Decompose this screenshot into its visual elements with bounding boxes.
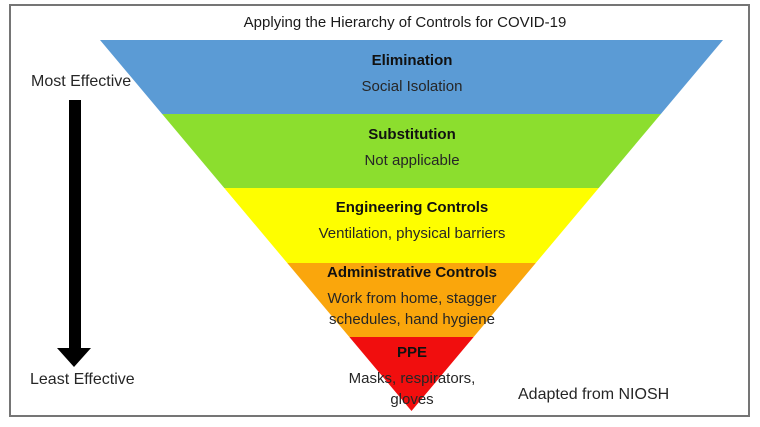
band-elimination bbox=[100, 40, 723, 115]
level-name: Engineering Controls bbox=[335, 199, 489, 216]
level-administrative-controls-text: Administrative Controls Work from home, … bbox=[317, 262, 507, 330]
level-name: PPE bbox=[396, 344, 427, 361]
most-effective-label: Most Effective bbox=[31, 73, 132, 90]
level-example: Masks, respirators, gloves bbox=[348, 370, 476, 408]
level-example: Ventilation, physical barriers bbox=[318, 225, 506, 242]
level-name: Administrative Controls bbox=[326, 264, 498, 281]
level-substitution-text: Substitution Not applicable bbox=[364, 124, 459, 171]
attribution-text: Adapted from NIOSH bbox=[518, 386, 670, 403]
effectiveness-arrow-shaft bbox=[69, 100, 81, 348]
level-example: Social Isolation bbox=[361, 78, 463, 95]
level-name: Elimination bbox=[371, 52, 453, 69]
least-effective-label: Least Effective bbox=[30, 371, 135, 388]
level-example: Work from home, stagger schedules, hand … bbox=[327, 290, 497, 328]
level-example: Not applicable bbox=[364, 152, 460, 169]
effectiveness-arrow-head-icon bbox=[57, 348, 91, 367]
level-engineering-controls-text: Engineering Controls Ventilation, physic… bbox=[319, 197, 506, 244]
level-name: Substitution bbox=[368, 126, 456, 143]
level-elimination-text: Elimination Social Isolation bbox=[362, 50, 463, 97]
level-ppe-text: PPE Masks, respirators, gloves bbox=[336, 342, 488, 410]
diagram-title: Applying the Hierarchy of Controls for C… bbox=[243, 14, 567, 31]
